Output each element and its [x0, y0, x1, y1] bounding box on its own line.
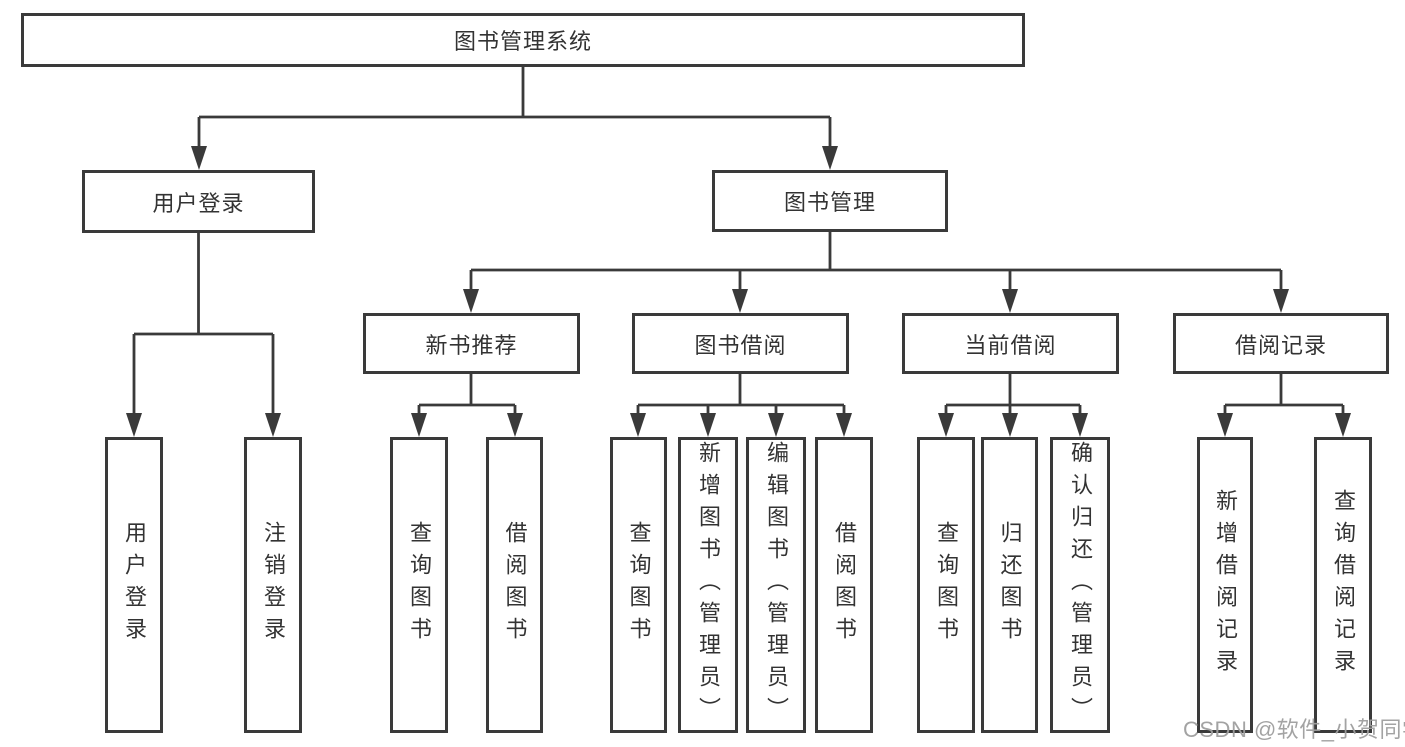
node-label: 借阅记录 [1234, 332, 1327, 358]
node-user-login-branch: 用户登录 [82, 170, 315, 233]
node-label: 用户登录 [152, 190, 245, 216]
node-label: 当前借阅 [964, 332, 1057, 358]
node-label: 新增图书（管理员） [696, 441, 721, 729]
leaf-edit-books-admin: 编辑图书（管理员） [746, 437, 806, 733]
node-root-library-management-system: 图书管理系统 [21, 13, 1025, 67]
node-book-borrowing: 图书借阅 [632, 313, 849, 374]
leaf-borrow-books: 借阅图书 [815, 437, 873, 733]
node-label: 编辑图书（管理员） [764, 441, 789, 729]
node-label: 用户登录 [122, 521, 147, 649]
node-current-borrowing: 当前借阅 [902, 313, 1119, 374]
node-label: 查询借阅记录 [1331, 489, 1356, 681]
node-label: 图书管理系统 [453, 29, 592, 54]
node-label: 图书借阅 [694, 332, 787, 358]
node-label: 新书推荐 [425, 332, 518, 358]
node-label: 借阅图书 [832, 521, 857, 649]
node-label: 归还图书 [997, 521, 1023, 649]
arrowhead-icons [126, 146, 1351, 437]
node-label: 新增借阅记录 [1213, 489, 1238, 681]
node-label: 查询图书 [626, 521, 652, 649]
leaf-query-books-recommend: 查询图书 [390, 437, 448, 733]
leaf-add-borrow-record: 新增借阅记录 [1197, 437, 1253, 733]
leaf-query-borrow-record: 查询借阅记录 [1314, 437, 1372, 733]
node-label: 查询图书 [407, 521, 432, 649]
leaf-add-books-admin: 新增图书（管理员） [678, 437, 738, 733]
node-book-management-branch: 图书管理 [712, 170, 948, 232]
leaf-logout: 注销登录 [244, 437, 302, 733]
node-borrowing-records: 借阅记录 [1173, 313, 1389, 374]
node-label: 注销登录 [261, 521, 286, 649]
leaf-user-login: 用户登录 [105, 437, 163, 733]
node-label: 确认归还（管理员） [1068, 441, 1093, 729]
node-label: 查询图书 [934, 521, 959, 649]
leaf-query-books-current: 查询图书 [917, 437, 975, 733]
csdn-watermark: CSDN @软件_小贺同学 [1183, 717, 1405, 742]
node-new-book-recommendation: 新书推荐 [363, 313, 580, 374]
leaf-confirm-return-admin: 确认归还（管理员） [1050, 437, 1110, 733]
node-label: 图书管理 [783, 190, 876, 215]
node-label: 借阅图书 [502, 521, 528, 649]
leaf-return-books: 归还图书 [981, 437, 1038, 733]
leaf-query-books-borrowing: 查询图书 [610, 437, 667, 733]
leaf-borrow-books-recommend: 借阅图书 [486, 437, 543, 733]
